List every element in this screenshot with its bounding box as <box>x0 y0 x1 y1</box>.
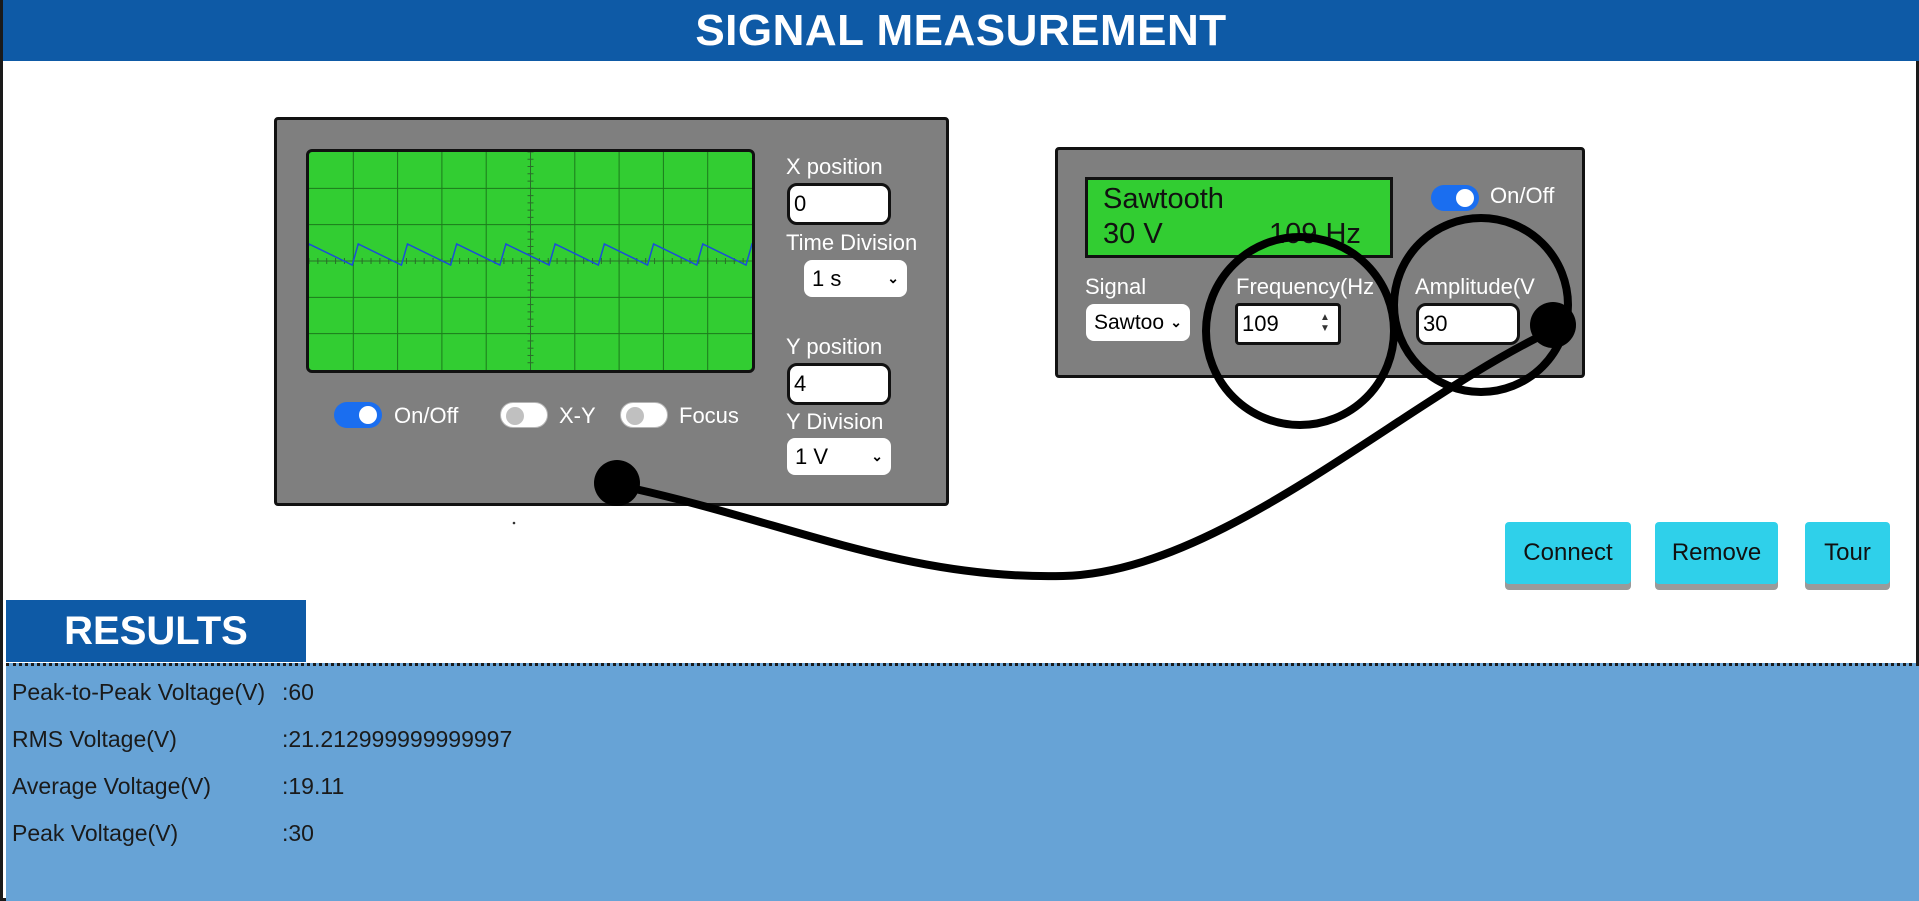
sawtooth-trace <box>309 242 752 267</box>
remove-button[interactable]: Remove <box>1655 522 1778 584</box>
generator-power-toggle[interactable] <box>1431 185 1479 211</box>
result-value-peak-to-peak: :60 <box>282 679 314 705</box>
results-heading: RESULTS <box>6 600 306 662</box>
result-label-rms: RMS Voltage(V) <box>12 726 177 752</box>
frequency-input[interactable]: 109 ▲▼ <box>1235 303 1341 345</box>
y-division-value: 1 V <box>795 443 829 469</box>
result-value-rms: :21.212999999999997 <box>282 726 513 752</box>
tour-button[interactable]: Tour <box>1805 522 1890 584</box>
stray-dot <box>512 521 516 525</box>
result-label-peak: Peak Voltage(V) <box>12 820 179 846</box>
oscilloscope-panel: X position 0 Time Division 1 s ⌄ Y posit… <box>274 117 949 506</box>
results-panel: Peak-to-Peak Voltage(V) :60 RMS Voltage(… <box>6 663 1919 901</box>
scope-power-label: On/Off <box>394 403 459 428</box>
time-division-select[interactable]: 1 s ⌄ <box>804 260 907 297</box>
result-value-peak: :30 <box>282 820 314 846</box>
focus-label: Focus <box>679 403 739 428</box>
generator-display: Sawtooth 30 V 109 Hz <box>1085 177 1393 258</box>
chevron-down-icon: ⌄ <box>887 270 899 286</box>
display-amplitude: 30 V <box>1103 218 1163 250</box>
display-signal: Sawtooth <box>1103 183 1224 215</box>
amplitude-label: Amplitude(V <box>1415 274 1535 299</box>
result-label-average: Average Voltage(V) <box>12 773 212 799</box>
xy-label: X-Y <box>559 403 596 428</box>
time-division-value: 1 s <box>812 265 842 291</box>
x-position-label: X position <box>786 154 883 179</box>
frequency-label: Frequency(Hz <box>1236 274 1375 299</box>
oscilloscope-trace <box>309 152 752 370</box>
result-value-average: :19.11 <box>282 773 345 799</box>
y-position-input[interactable]: 4 <box>787 363 891 405</box>
result-label-peak-to-peak: Peak-to-Peak Voltage(V) <box>12 679 266 705</box>
xy-toggle[interactable] <box>500 402 548 428</box>
generator-power-label: On/Off <box>1490 183 1555 208</box>
oscilloscope-screen <box>306 149 755 373</box>
toggle-knob <box>626 407 644 425</box>
focus-toggle[interactable] <box>620 402 668 428</box>
signal-select[interactable]: Sawtoo ⌄ <box>1086 304 1190 341</box>
x-position-input[interactable]: 0 <box>787 183 891 225</box>
connect-button[interactable]: Connect <box>1505 522 1631 584</box>
scope-power-toggle[interactable] <box>334 402 382 428</box>
signal-value: Sawtoo <box>1094 310 1165 334</box>
stepper-arrows-icon[interactable]: ▲▼ <box>1320 312 1330 334</box>
chevron-down-icon: ⌄ <box>1170 314 1182 330</box>
y-position-label: Y position <box>786 334 883 359</box>
function-generator-panel: Sawtooth 30 V 109 Hz On/Off Signal Sawto… <box>1055 147 1585 378</box>
frequency-value: 109 <box>1242 311 1279 336</box>
y-division-label: Y Division <box>786 409 884 434</box>
chevron-down-icon: ⌄ <box>871 448 883 464</box>
time-division-label: Time Division <box>786 230 918 255</box>
display-frequency: 109 Hz <box>1269 218 1361 250</box>
toggle-knob <box>359 406 377 424</box>
signal-label: Signal <box>1085 274 1147 299</box>
toggle-knob <box>506 407 524 425</box>
y-division-select[interactable]: 1 V ⌄ <box>787 438 891 475</box>
amplitude-input[interactable]: 30 <box>1416 303 1520 345</box>
page-title: SIGNAL MEASUREMENT <box>3 0 1919 61</box>
toggle-knob <box>1456 189 1474 207</box>
